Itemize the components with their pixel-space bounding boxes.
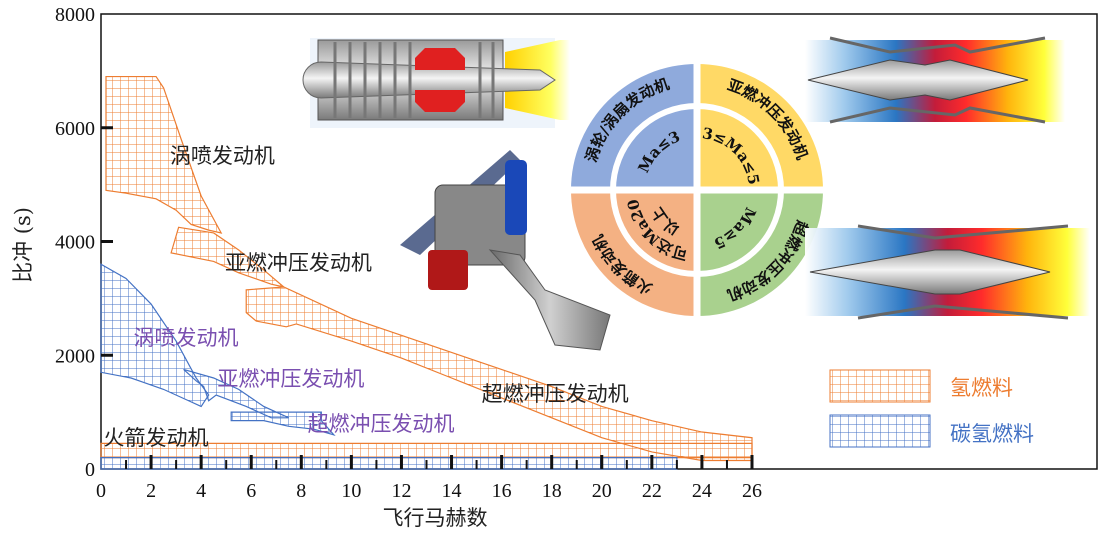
annotation-label: 涡喷发动机 — [134, 326, 239, 350]
x-tick-label: 14 — [442, 480, 462, 502]
y-ticks: 0 2000 4000 6000 8000 — [55, 4, 113, 481]
y-tick-label: 6000 — [55, 118, 95, 140]
x-tick-label: 16 — [492, 480, 512, 502]
legend-label-hydrogen: 氢燃料 — [950, 376, 1013, 400]
x-tick-label: 22 — [642, 480, 662, 502]
x-tick-label: 26 — [742, 480, 762, 502]
ramjet-engine-illustration — [805, 36, 1065, 124]
pie-quadrant — [571, 190, 697, 316]
pie-quadrant — [571, 64, 697, 190]
region-hydrogen-3 — [170, 226, 285, 288]
region-hydrocarbon-5 — [100, 263, 210, 408]
annotation-label: 火箭发动机 — [104, 426, 209, 450]
x-tick-label: 2 — [146, 480, 156, 502]
turbojet-engine-illustration — [302, 38, 570, 128]
legend-label-hydrocarbon: 碳氢燃料 — [950, 422, 1034, 446]
annotation-label: 超燃冲压发动机 — [308, 412, 455, 436]
annotation-label: 涡喷发动机 — [170, 144, 275, 168]
x-tick-label: 12 — [391, 480, 411, 502]
pie-quadrant — [697, 64, 823, 190]
pie-quadrant — [697, 190, 823, 316]
y-tick-label: 2000 — [55, 345, 95, 367]
scramjet-engine-illustration — [805, 224, 1090, 320]
x-tick-label: 10 — [341, 480, 361, 502]
region-hydrocarbon-7 — [230, 411, 336, 437]
region-hydrocarbon-1 — [100, 457, 678, 470]
y-tick-label: 0 — [85, 459, 95, 481]
annotation-label: 超燃冲压发动机 — [482, 382, 629, 406]
region-hydrogen-2 — [105, 75, 223, 234]
x-tick-label: 20 — [592, 480, 612, 502]
x-tick-label: 24 — [692, 480, 712, 502]
x-tick-label: 0 — [96, 480, 106, 502]
x-tick-label: 18 — [542, 480, 562, 502]
engine-mach-range-diagram: 涡轮/涡扇发动机Ma≤3亚燃冲压发动机3≤Ma≤5超燃冲压发动机Ma≥5火箭发动… — [569, 62, 825, 318]
annotation-label: 亚燃冲压发动机 — [225, 251, 372, 275]
region-hydrogen-4 — [245, 286, 753, 462]
annotation-label: 亚燃冲压发动机 — [217, 367, 364, 391]
legend: 氢燃料 碳氢燃料 — [829, 369, 1034, 448]
x-tick-label: 4 — [196, 480, 206, 502]
x-axis-title: 飞行马赫数 — [383, 506, 488, 530]
regions — [100, 75, 753, 470]
y-tick-label: 4000 — [55, 232, 95, 254]
x-tick-label: 8 — [296, 480, 306, 502]
x-tick-label: 6 — [246, 480, 256, 502]
y-axis-title: 比冲 (s) — [11, 207, 35, 283]
annotations: 涡喷发动机亚燃冲压发动机超燃冲压发动机火箭发动机涡喷发动机亚燃冲压发动机超燃冲压… — [104, 144, 629, 450]
legend-swatch-hydrogen — [829, 369, 931, 403]
rocket-engine-illustration — [400, 150, 611, 351]
y-tick-label: 8000 — [55, 4, 95, 26]
legend-swatch-hydrocarbon — [829, 414, 931, 448]
